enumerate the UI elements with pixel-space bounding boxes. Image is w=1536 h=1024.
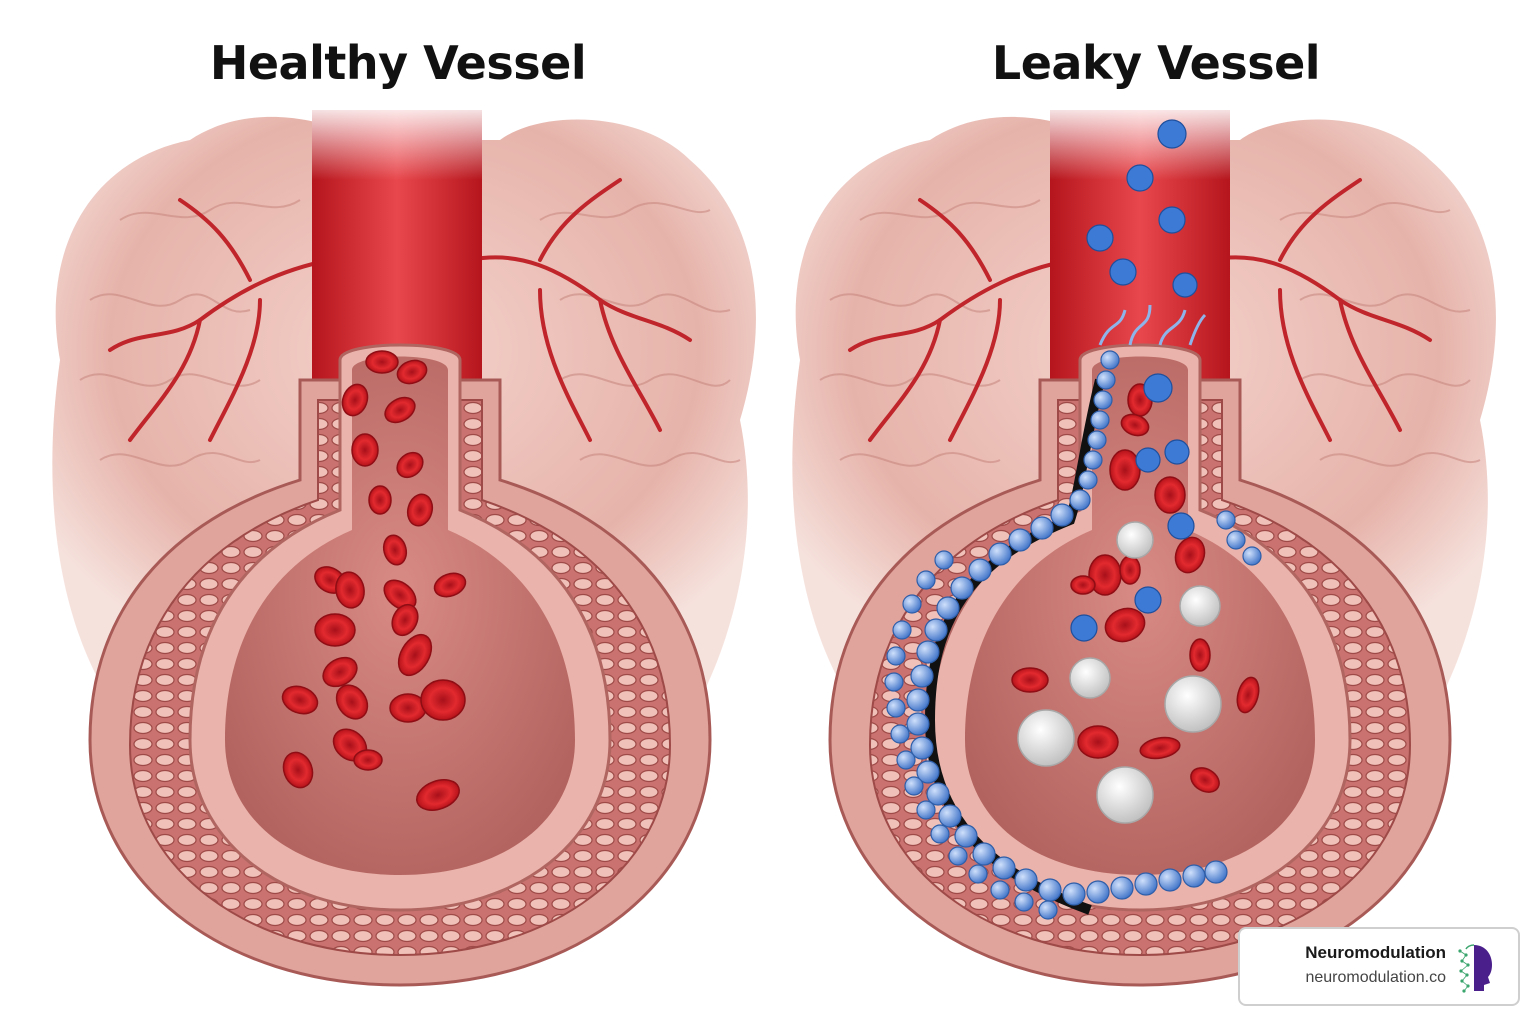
healthy-vessel-illustration [52, 100, 756, 987]
brand-name: Neuromodulation [1305, 943, 1446, 962]
brain-folds-left [79, 199, 741, 467]
leaking-particles [1070, 119, 1198, 642]
leaky-vessel-illustration [792, 100, 1496, 987]
leaking-barrier-cells [884, 350, 1262, 920]
head-logo-icon [1458, 944, 1492, 993]
red-blood-cells-left [281, 350, 467, 811]
brain-folds-right [819, 199, 1481, 467]
leaky-vessel-title: Leaky Vessel [991, 36, 1321, 90]
brand-url: neuromodulation.co [1305, 969, 1446, 986]
brand-card[interactable]: Neuromodulation neuromodulation.co [1238, 927, 1520, 1006]
red-blood-cells-right [1011, 383, 1260, 793]
white-blood-cells [1017, 521, 1222, 824]
capillaries-right [848, 178, 1432, 442]
capillaries-left [108, 178, 692, 442]
leak-tendrils [1098, 304, 1207, 346]
healthy-vessel-title: Healthy Vessel [209, 36, 587, 90]
